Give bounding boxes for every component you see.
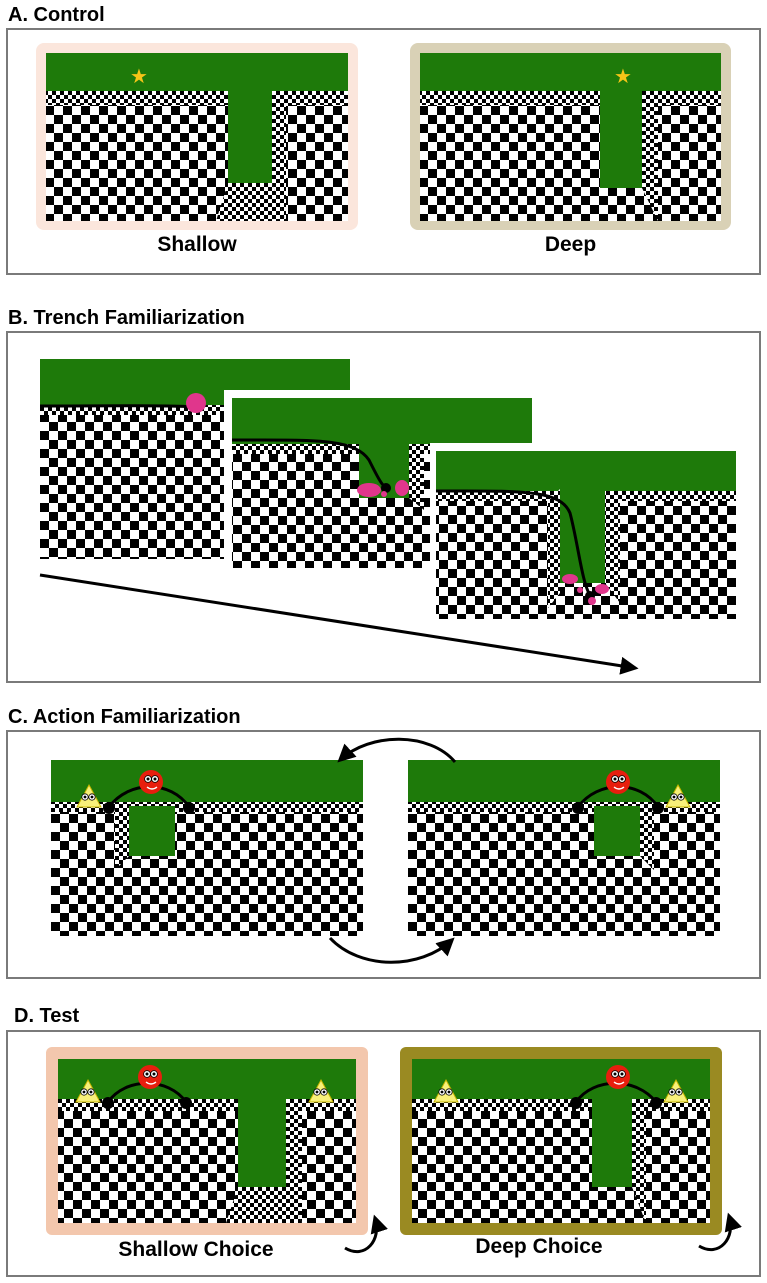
control-panel xyxy=(6,28,761,275)
red-agent-icon xyxy=(138,769,164,795)
pink-ball-icon xyxy=(186,393,206,413)
grass-sky xyxy=(412,1059,710,1099)
endpoint-dot xyxy=(650,1097,662,1109)
endpoint-dot xyxy=(652,802,664,814)
time-arrow xyxy=(39,573,639,675)
section-d-title: D. Test xyxy=(14,1005,80,1027)
deep-scene: ★ xyxy=(410,43,731,230)
trench-floor xyxy=(226,1187,302,1223)
deep-trench xyxy=(592,1099,632,1187)
star-icon: ★ xyxy=(614,64,632,88)
trench-wall xyxy=(642,91,658,221)
section-b-title: B. Trench Familiarization xyxy=(8,307,245,329)
grass-sky xyxy=(46,53,348,91)
grass-sky xyxy=(408,760,720,802)
shallow-caption: Shallow xyxy=(157,233,237,256)
shallow-choice-caption: Shallow Choice xyxy=(118,1238,274,1261)
curved-arrow-icon xyxy=(698,1212,742,1252)
far-plane xyxy=(408,802,720,812)
grass-sky xyxy=(420,53,721,91)
grass-sky xyxy=(436,451,736,491)
red-agent-icon xyxy=(137,1064,163,1090)
endpoint-dot xyxy=(381,483,391,493)
action-scene-left xyxy=(51,760,363,936)
star-icon: ★ xyxy=(130,64,148,88)
pink-ball-icon xyxy=(562,574,609,605)
section-c-title: C. Action Familiarization xyxy=(8,706,241,728)
deep-trench xyxy=(600,91,642,188)
grass-sky xyxy=(51,760,363,802)
far-plane xyxy=(46,91,348,105)
trench-wall xyxy=(115,806,129,870)
trajectory-line xyxy=(231,438,387,490)
shallow-scene: ★ xyxy=(36,43,358,230)
endpoint-dot xyxy=(102,1097,114,1109)
endpoint-dot xyxy=(103,802,115,814)
curved-arrow-icon xyxy=(344,1214,388,1254)
action-scene-right xyxy=(408,760,720,936)
test-panel xyxy=(6,1030,761,1277)
deep-choice-scene xyxy=(400,1047,722,1235)
grass-sky xyxy=(58,1059,356,1099)
shallow-choice-scene xyxy=(46,1047,368,1235)
trench-wall xyxy=(548,489,560,608)
trench-frame-3 xyxy=(430,443,740,619)
far-plane xyxy=(420,91,721,105)
trench-wall xyxy=(286,1099,302,1223)
trench xyxy=(129,806,175,856)
trench-wall xyxy=(605,491,620,603)
shallow-trench xyxy=(228,91,272,183)
trench-wall xyxy=(409,444,424,510)
deep-caption: Deep xyxy=(544,233,597,256)
curved-arrow-icon xyxy=(337,737,457,763)
trajectory-line xyxy=(39,404,196,409)
far-plane xyxy=(51,802,363,812)
trench-wall xyxy=(632,1099,646,1223)
endpoint-dot xyxy=(183,802,195,814)
section-a-title: A. Control xyxy=(8,4,105,26)
trench-familiarization-panel xyxy=(6,331,761,683)
trajectory-line xyxy=(435,489,592,596)
trench-wall xyxy=(640,806,654,870)
curved-arrow-icon xyxy=(328,936,455,964)
shallow-trench xyxy=(238,1099,286,1187)
grass-sky xyxy=(232,398,532,444)
endpoint-dot xyxy=(570,1097,582,1109)
endpoint-dot xyxy=(180,1097,192,1109)
red-agent-icon xyxy=(605,1064,631,1090)
trench-wall xyxy=(272,91,286,221)
pink-ball-icon xyxy=(357,480,409,497)
action-familiarization-panel xyxy=(6,730,761,979)
deep-choice-caption: Deep Choice xyxy=(475,1235,603,1258)
endpoint-dot xyxy=(572,802,584,814)
trench-floor xyxy=(216,183,286,221)
trench xyxy=(594,806,640,856)
red-agent-icon xyxy=(605,769,631,795)
